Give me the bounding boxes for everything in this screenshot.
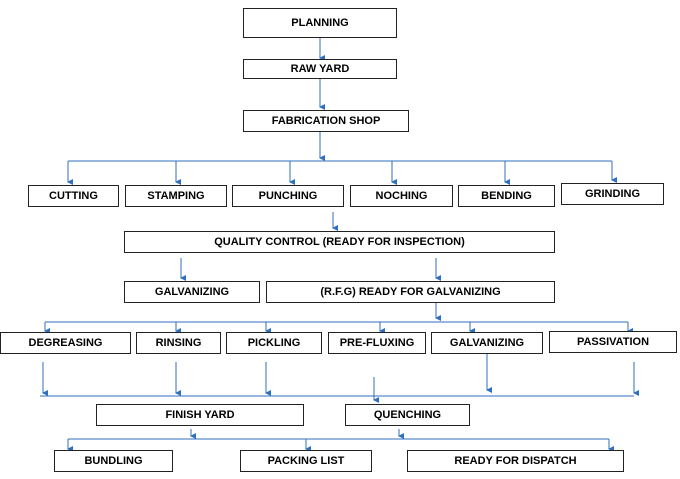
step-finish-yard: FINISH YARD [96,404,304,426]
step-noching: NOCHING [350,185,453,207]
step-bending: BENDING [458,185,555,207]
step-pickling: PICKLING [226,332,322,354]
step-planning: PLANNING [243,8,397,38]
step-grinding: GRINDING [561,183,664,205]
step-punching: PUNCHING [232,185,344,207]
step-quenching: QUENCHING [345,404,470,426]
step-cutting: CUTTING [28,185,119,207]
step-degreasing: DEGREASING [0,332,131,354]
step-ready-for-dispatch: READY FOR DISPATCH [407,450,624,472]
step-bundling: BUNDLING [54,450,173,472]
step-ready-for-galvanizing: (R.F.G) READY FOR GALVANIZING [266,281,555,303]
step-stamping: STAMPING [125,185,227,207]
step-pre-fluxing: PRE-FLUXING [328,332,426,354]
step-quality-control: QUALITY CONTROL (READY FOR INSPECTION) [124,231,555,253]
step-packing-list: PACKING LIST [240,450,372,472]
step-raw-yard: RAW YARD [243,59,397,79]
step-passivation: PASSIVATION [549,331,677,353]
step-galvanizing: GALVANIZING [124,281,260,303]
step-fabrication-shop: FABRICATION SHOP [243,110,409,132]
step-rinsing: RINSING [136,332,221,354]
step-galvanizing-bath: GALVANIZING [431,332,543,354]
